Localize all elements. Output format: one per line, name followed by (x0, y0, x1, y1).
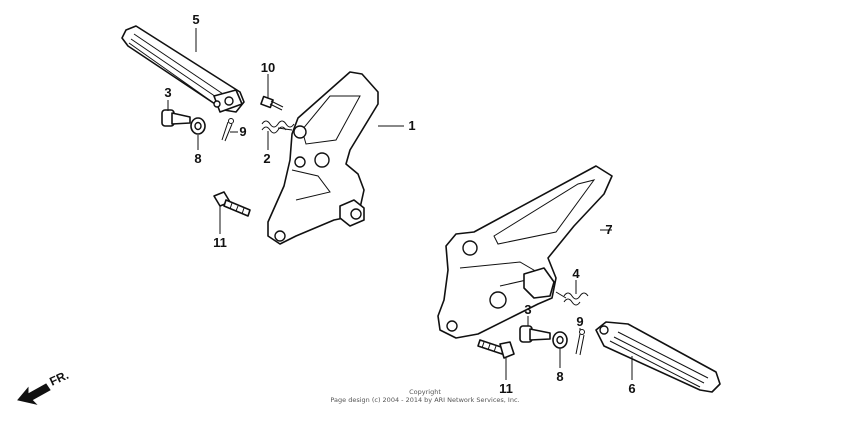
cotter-pin-right (575, 329, 585, 356)
callout-8-right: 8 (556, 369, 563, 384)
callout-11-right: 11 (499, 381, 513, 396)
copyright-text: Page design (c) 2004 - 2014 by ARI Netwo… (330, 396, 519, 404)
callout-5: 5 (192, 12, 199, 27)
bolt-11-left (213, 191, 251, 217)
callout-4: 4 (572, 266, 580, 281)
callout-10: 10 (261, 60, 275, 75)
callout-9-left: 9 (239, 124, 246, 139)
spring-right (555, 291, 589, 306)
front-arrow: FR. (17, 368, 71, 405)
bolt-11-right (477, 339, 515, 359)
callout-7: 7 (605, 222, 612, 237)
callout-8-left: 8 (194, 151, 201, 166)
callout-11-left: 11 (213, 235, 227, 250)
footpeg-left (121, 25, 245, 113)
pin-right (519, 325, 551, 343)
pin-left (161, 109, 191, 127)
copyright-title: Copyright (409, 388, 441, 396)
arrow-icon (17, 383, 51, 405)
callout-6: 6 (628, 381, 635, 396)
bracket-left (267, 71, 379, 245)
callout-9-right: 9 (576, 314, 583, 329)
cotter-pin-left (221, 118, 234, 142)
callout-1: 1 (408, 118, 415, 133)
bolt-10 (260, 95, 284, 111)
washer-right (552, 331, 568, 349)
front-label: FR. (47, 368, 70, 389)
callout-3-right: 3 (524, 302, 531, 317)
washer-left (190, 117, 206, 135)
callout-2: 2 (263, 151, 270, 166)
callout-3-left: 3 (164, 85, 171, 100)
spring-left (261, 120, 295, 134)
bracket-right (437, 165, 613, 339)
footpeg-right (595, 321, 721, 393)
